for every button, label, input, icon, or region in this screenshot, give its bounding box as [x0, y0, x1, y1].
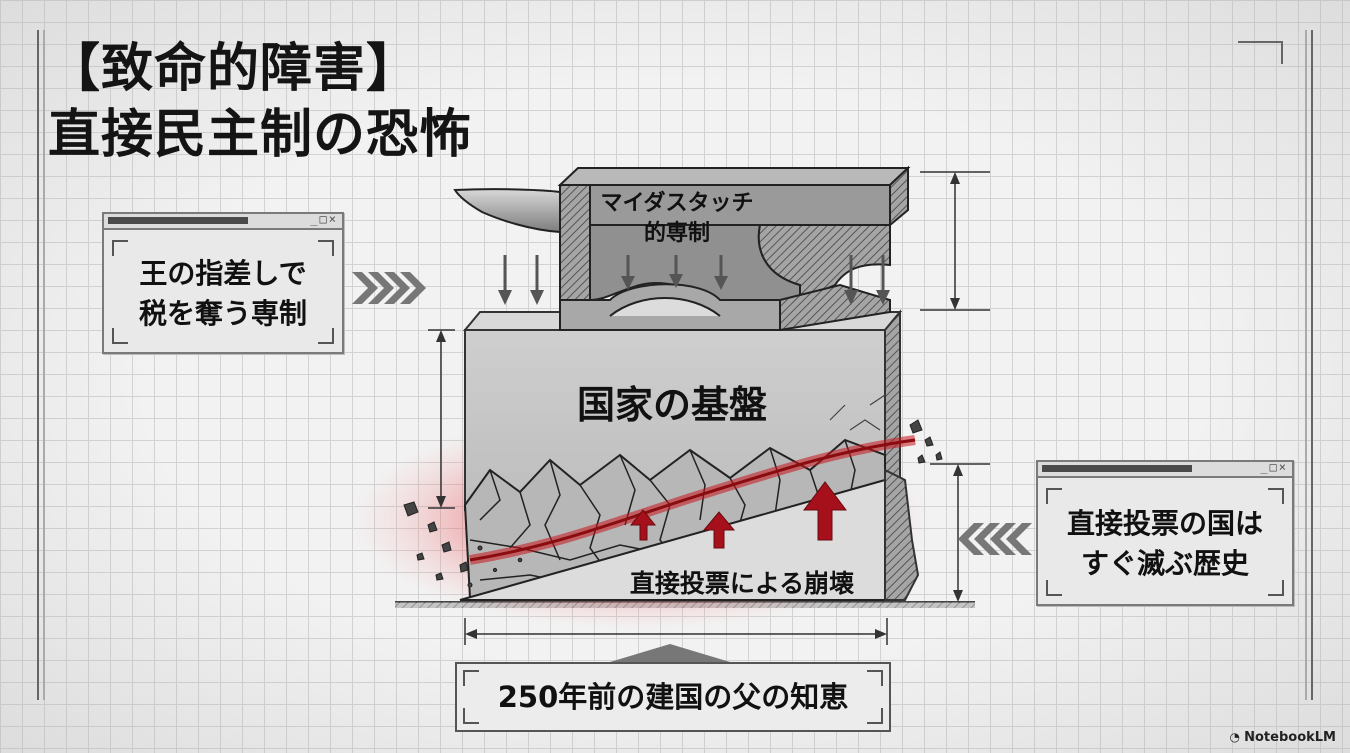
anvil-label-line2: 的専制 — [644, 220, 710, 246]
up-arrow-icon — [629, 481, 847, 549]
left-callout-text: 王の指差しで 税を奪う専制 — [104, 230, 342, 344]
logo-text: NotebookLM — [1244, 730, 1336, 745]
collapse-label: 直接投票による崩壊 — [630, 569, 854, 598]
logo-icon: ◔ — [1229, 730, 1245, 744]
chevrons-left-icon — [958, 523, 1032, 555]
right-callout-panel: _□× 直接投票の国は すぐ滅ぶ歴史 — [1036, 460, 1294, 606]
panel-titlebar: _□× — [104, 212, 342, 230]
debris — [403, 419, 943, 588]
down-arrow-icon — [498, 255, 890, 305]
anvil — [453, 165, 911, 332]
notebooklm-logo: ◔ NotebookLM — [1229, 730, 1336, 745]
block-label: 国家の基盤 — [577, 383, 767, 427]
page-title: 【致命的障害】 直接民主制の恐怖 — [48, 36, 472, 168]
bottom-label-text: 250年前の建国の父の知恵 — [497, 680, 849, 714]
red-crack — [469, 435, 916, 565]
broken-edge — [884, 468, 920, 601]
chevrons-right-icon — [352, 272, 426, 304]
anvil-label-line1: マイダスタッチ — [600, 190, 753, 216]
right-callout-line1: 直接投票の国は — [1066, 507, 1263, 540]
title-line1: 【致命的障害】 — [48, 39, 420, 99]
bottom-label: 250年前の建国の父の知恵 — [455, 662, 891, 732]
dimension-lines — [428, 171, 990, 645]
window-controls: _□× — [1260, 460, 1288, 474]
left-callout-panel: _□× 王の指差しで 税を奪う専制 — [102, 212, 344, 354]
right-callout-text: 直接投票の国は すぐ滅ぶ歴史 — [1038, 478, 1292, 596]
left-callout-line2: 税を奪う専制 — [138, 297, 307, 330]
title-line2: 直接民主制の恐怖 — [48, 105, 473, 165]
frame-lines — [37, 30, 1313, 700]
right-callout-line2: すぐ滅ぶ歴史 — [1080, 547, 1249, 580]
triangle-up-icon — [610, 644, 730, 662]
panel-titlebar: _□× — [1038, 460, 1292, 478]
left-callout-line1: 王の指差しで — [139, 257, 307, 290]
window-controls: _□× — [310, 212, 338, 226]
